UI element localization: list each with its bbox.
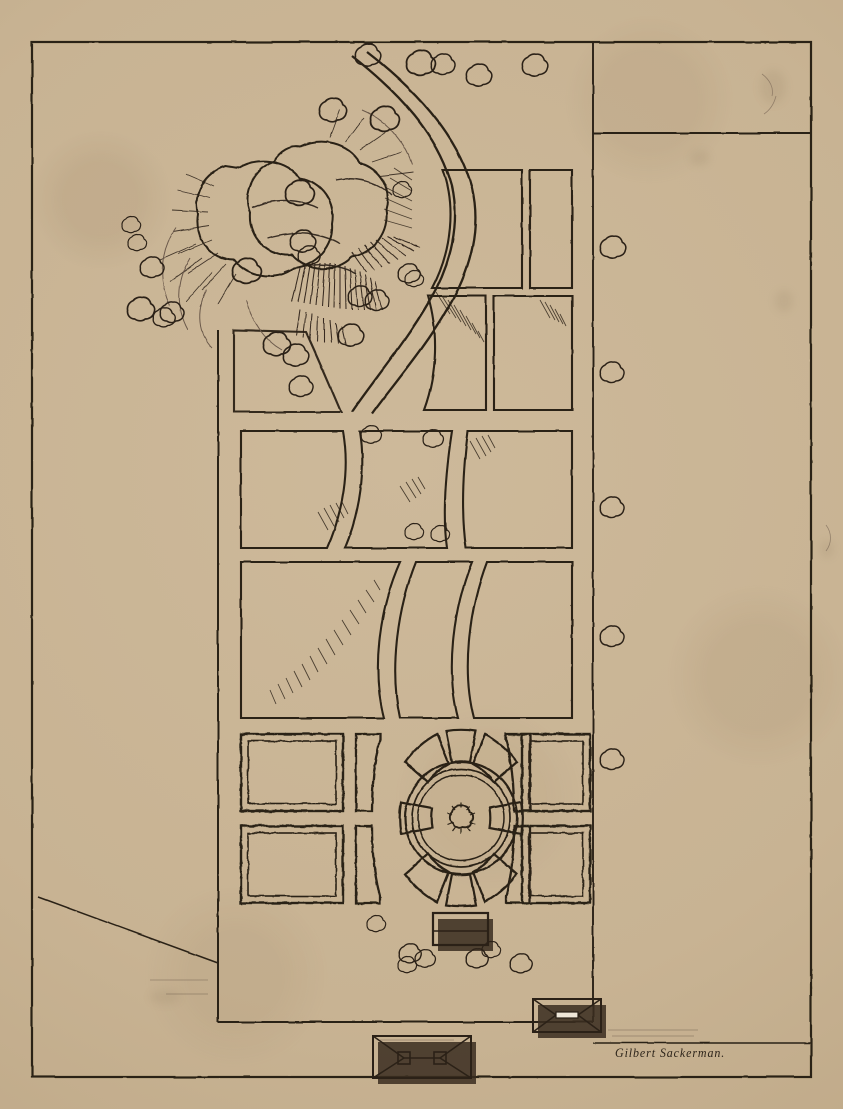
large-canopy-mass: [159, 109, 421, 351]
boundary-tree-row: [599, 235, 627, 771]
artist-signature: Gilbert Sackerman.: [615, 1045, 726, 1061]
border-rule: [30, 40, 813, 1079]
adjacent-lot-lines: [592, 42, 811, 1044]
main-house-roof-plan: [372, 1035, 476, 1084]
angled-property-line: [37, 896, 219, 964]
mid-band-hatching: [269, 434, 496, 705]
upper-garden-band: [232, 51, 574, 415]
hedged-squares: [239, 732, 592, 905]
property-line: [217, 330, 593, 1023]
secondary-roof-plan: [532, 998, 606, 1038]
circular-parterre: [398, 728, 524, 908]
upper-band-hatching: [383, 167, 567, 343]
mid-garden-band: [239, 429, 574, 720]
pencil-marks: [150, 73, 831, 1041]
